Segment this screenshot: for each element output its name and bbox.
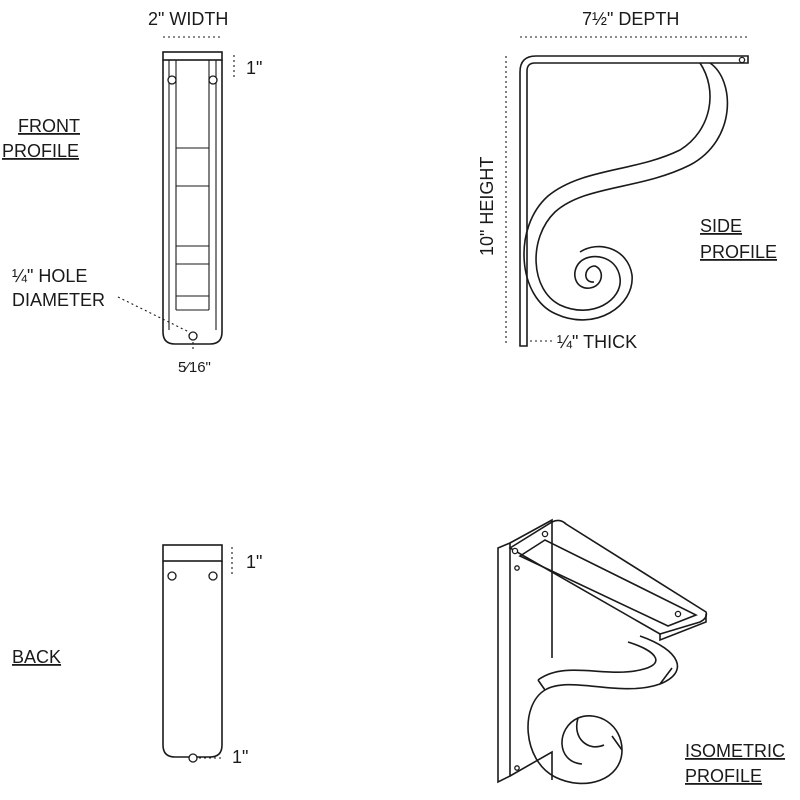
iso-screw-back (541, 530, 549, 538)
isometric-view: ISOMETRIC PROFILE (497, 518, 785, 786)
front-width-label: 2" WIDTH (148, 9, 228, 29)
hole-callout-line2: DIAMETER (12, 290, 105, 310)
hole-callout-line1: ¼" HOLE (12, 266, 87, 286)
side-height-label: 10" HEIGHT (477, 157, 497, 256)
front-title-line2: PROFILE (2, 141, 79, 161)
side-bracket-frame (519, 55, 749, 347)
side-scroll-arm (523, 62, 729, 321)
iso-scroll-inner (537, 641, 673, 751)
front-profile-view: 2" WIDTH 1" FRONT PROFILE ¼" HOLE DIAMET… (2, 9, 262, 376)
front-body-outline (162, 60, 223, 345)
side-profile-view: 7½" DEPTH 10" HEIGHT ¼" THICK SIDE PROFI… (477, 9, 777, 352)
iso-backplate-bottom (509, 750, 553, 780)
iso-title-line2: PROFILE (685, 766, 762, 786)
front-hole-bottom (188, 331, 198, 341)
front-hole-top-left (167, 75, 177, 85)
side-screw (738, 56, 746, 64)
iso-top-arm-face (518, 539, 698, 627)
iso-backplate-top (509, 518, 553, 548)
back-top-label: 1" (246, 552, 262, 572)
iso-backplate-edge (497, 541, 511, 784)
back-bottom-label: 1" (232, 747, 248, 767)
back-hole-bottom (188, 753, 198, 763)
iso-screw-right (674, 610, 682, 618)
front-hole-top-right (208, 75, 218, 85)
back-top-plate (162, 544, 223, 562)
back-hole-top-left (167, 571, 177, 581)
iso-screw-left (511, 547, 519, 555)
side-title-line2: PROFILE (700, 242, 777, 262)
side-title-line1: SIDE (700, 216, 742, 236)
iso-top-arm-edge (659, 614, 707, 642)
iso-plate-hole-bottom (514, 765, 520, 771)
side-depth-label: 7½" DEPTH (582, 9, 679, 29)
iso-plate-hole-top (514, 565, 520, 571)
iso-top-arm (508, 519, 708, 635)
back-body-outline (162, 561, 223, 758)
front-top-plate (162, 51, 223, 61)
back-view: BACK 1" 1" (12, 544, 262, 767)
hole-offset-label: 5⁄16" (178, 359, 211, 376)
hole-leader-line (117, 296, 190, 333)
iso-title-line1: ISOMETRIC (685, 741, 785, 761)
side-thick-label: ¼" THICK (557, 332, 637, 352)
back-title: BACK (12, 647, 61, 667)
back-hole-top-right (208, 571, 218, 581)
iso-scroll-outer (527, 635, 679, 785)
front-top-label: 1" (246, 58, 262, 78)
front-title-line1: FRONT (18, 116, 80, 136)
